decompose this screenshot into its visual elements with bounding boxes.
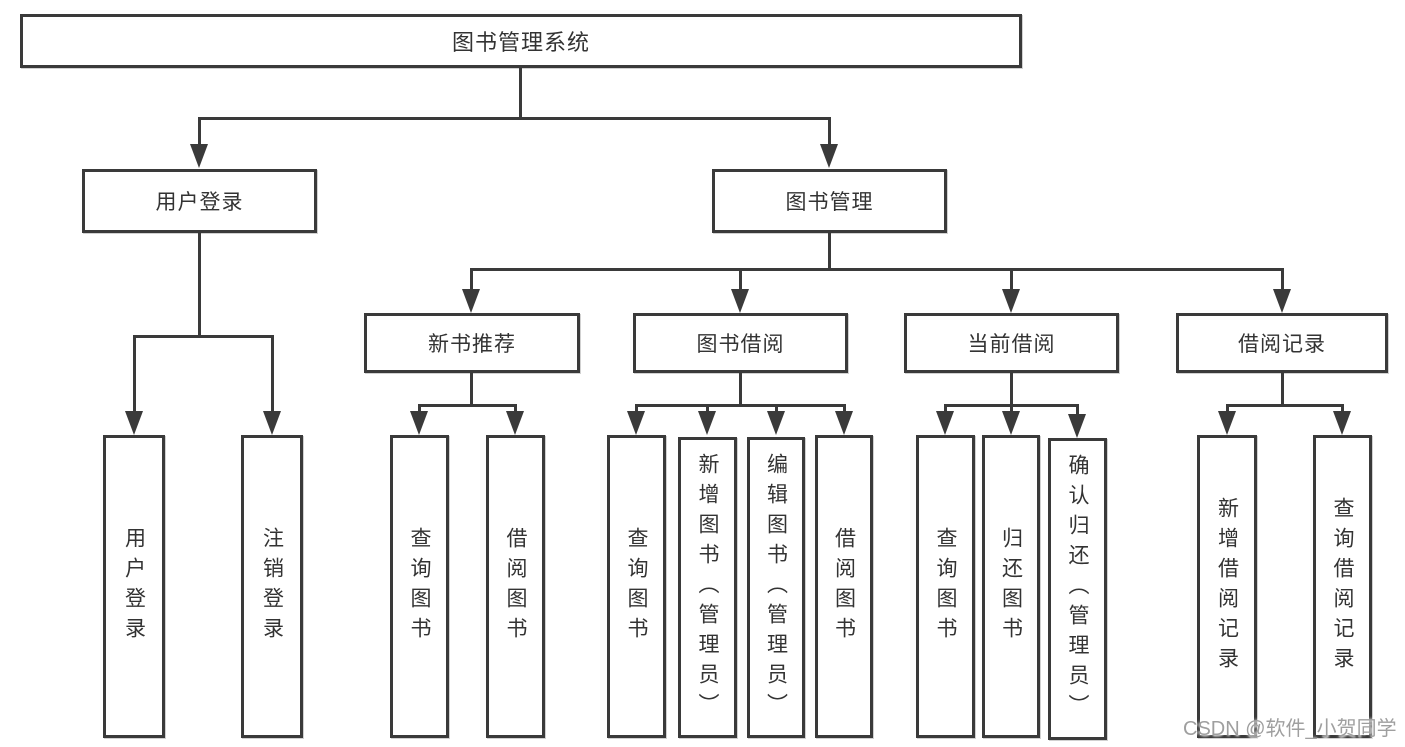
leaf-add-books-admin: 新增图书（管理员） — [678, 437, 737, 738]
arrowhead-down-icon — [263, 411, 281, 435]
arrowhead-down-icon — [1002, 289, 1020, 313]
leaf-query-books-1: 查询图书 — [390, 435, 449, 738]
connector-vline — [519, 68, 522, 120]
arrowhead-down-icon — [1002, 411, 1020, 435]
leaf-query-borrow-record-label: 查询借阅记录 — [1331, 496, 1354, 677]
connector-vline — [635, 404, 638, 416]
connector-vline — [1010, 404, 1013, 416]
node-root: 图书管理系统 — [20, 14, 1022, 68]
node-book-management-label: 图书管理 — [785, 191, 874, 214]
node-new-book-recommend-label: 新书推荐 — [428, 333, 516, 356]
leaf-add-books-admin-label: 新增图书（管理员） — [696, 452, 719, 723]
leaf-confirm-return-admin: 确认归还（管理员） — [1048, 438, 1107, 740]
connector-vline — [944, 404, 947, 416]
leaf-query-books-1-label: 查询图书 — [408, 526, 431, 647]
connector-vline — [1010, 268, 1013, 293]
arrowhead-down-icon — [820, 144, 838, 168]
connector-hline — [133, 335, 274, 338]
leaf-edit-books-admin: 编辑图书（管理员） — [747, 437, 805, 738]
node-root-label: 图书管理系统 — [451, 30, 590, 55]
node-book-borrow-label: 图书借阅 — [696, 333, 785, 356]
connector-vline — [514, 404, 517, 416]
connector-hline — [635, 404, 846, 407]
node-current-borrow-label: 当前借阅 — [967, 333, 1056, 356]
leaf-return-books: 归还图书 — [982, 435, 1040, 738]
leaf-borrow-books-1: 借阅图书 — [486, 435, 545, 738]
leaf-add-borrow-record-label: 新增借阅记录 — [1215, 496, 1239, 677]
connector-vline — [271, 335, 274, 415]
connector-vline — [828, 233, 831, 270]
connector-vline — [198, 233, 201, 337]
leaf-borrow-books-2-label: 借阅图书 — [832, 526, 856, 647]
connector-vline — [1226, 404, 1229, 416]
arrowhead-down-icon — [767, 411, 785, 435]
arrowhead-down-icon — [1273, 289, 1291, 313]
connector-vline — [1281, 268, 1284, 293]
node-new-book-recommend: 新书推荐 — [364, 313, 580, 373]
arrowhead-down-icon — [1218, 411, 1236, 435]
connector-vline — [418, 404, 421, 416]
connector-vline — [470, 373, 473, 407]
leaf-query-books-2-label: 查询图书 — [625, 526, 648, 647]
node-borrow-record-label: 借阅记录 — [1238, 333, 1326, 356]
connector-hline — [418, 404, 517, 407]
leaf-return-books-label: 归还图书 — [999, 526, 1023, 647]
connector-vline — [133, 335, 136, 415]
arrowhead-down-icon — [627, 411, 645, 435]
leaf-query-books-2: 查询图书 — [607, 435, 666, 738]
connector-vline — [828, 117, 831, 147]
connector-vline — [1281, 373, 1284, 407]
csdn-watermark: CSDN @软件_小贺同学 — [1183, 718, 1397, 740]
leaf-confirm-return-admin-label: 确认归还（管理员） — [1066, 454, 1089, 724]
arrowhead-down-icon — [190, 144, 208, 168]
connector-hline — [470, 268, 1283, 271]
connector-vline — [739, 373, 742, 407]
leaf-user-login: 用户登录 — [103, 435, 165, 738]
leaf-borrow-books-1-label: 借阅图书 — [504, 526, 527, 647]
node-book-management: 图书管理 — [712, 169, 947, 233]
leaf-query-books-3-label: 查询图书 — [934, 526, 957, 647]
arrowhead-down-icon — [698, 411, 716, 435]
leaf-borrow-books-2: 借阅图书 — [815, 435, 873, 738]
arrowhead-down-icon — [506, 411, 524, 435]
node-borrow-record: 借阅记录 — [1176, 313, 1388, 373]
node-user-login-label: 用户登录 — [155, 191, 244, 214]
arrowhead-down-icon — [1068, 414, 1086, 438]
leaf-logout: 注销登录 — [241, 435, 303, 738]
connector-hline — [1226, 404, 1344, 407]
arrowhead-down-icon — [731, 289, 749, 313]
leaf-query-books-3: 查询图书 — [916, 435, 975, 738]
arrowhead-down-icon — [125, 411, 143, 435]
node-current-borrow: 当前借阅 — [904, 313, 1119, 373]
arrowhead-down-icon — [462, 289, 480, 313]
connector-vline — [775, 404, 778, 416]
connector-vline — [470, 268, 473, 293]
connector-vline — [706, 404, 709, 416]
arrowhead-down-icon — [835, 411, 853, 435]
node-user-login: 用户登录 — [82, 169, 317, 233]
arrowhead-down-icon — [410, 411, 428, 435]
connector-hline — [198, 117, 831, 120]
connector-vline — [739, 268, 742, 293]
arrowhead-down-icon — [1333, 411, 1351, 435]
leaf-query-borrow-record: 查询借阅记录 — [1313, 435, 1372, 738]
arrowhead-down-icon — [936, 411, 954, 435]
connector-vline — [1010, 373, 1013, 407]
connector-vline — [1076, 404, 1079, 416]
leaf-edit-books-admin-label: 编辑图书（管理员） — [764, 452, 788, 723]
leaf-user-login-label: 用户登录 — [122, 526, 146, 647]
connector-vline — [843, 404, 846, 416]
connector-vline — [1341, 404, 1344, 416]
leaf-add-borrow-record: 新增借阅记录 — [1197, 435, 1257, 738]
node-book-borrow: 图书借阅 — [633, 313, 848, 373]
leaf-logout-label: 注销登录 — [260, 526, 284, 647]
connector-vline — [198, 117, 201, 147]
